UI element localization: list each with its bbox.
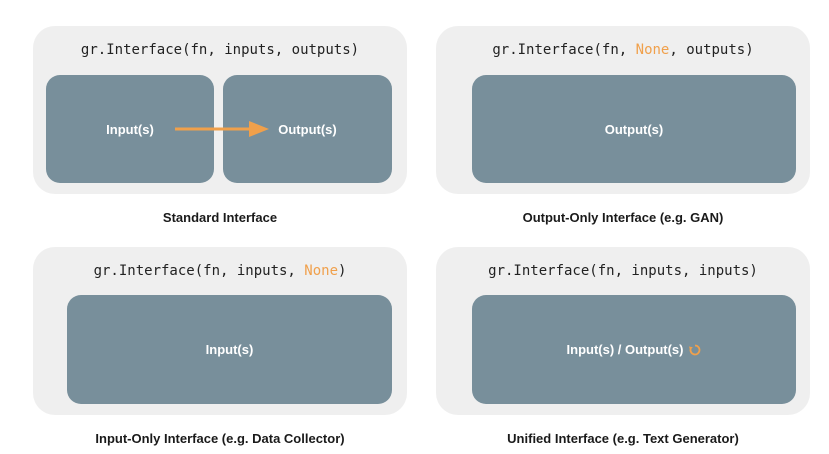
standard-output-label: Output(s): [278, 121, 337, 137]
output-only-code: gr.Interface(fn, None, outputs): [492, 42, 754, 58]
standard-caption: Standard Interface: [162, 210, 278, 225]
standard-interface-panel: gr.Interface(fn, inputs, outputs) Input(…: [33, 26, 407, 194]
arrow-icon: [175, 121, 269, 137]
unified-caption: Unified Interface (e.g. Text Generator): [507, 431, 739, 446]
output-only-interface-panel: gr.Interface(fn, None, outputs) Output(s…: [436, 26, 810, 194]
cycle-icon: [689, 344, 701, 355]
input-only-box: Input(s): [67, 295, 392, 404]
input-only-label: Input(s): [205, 342, 254, 357]
unified-interface-panel: gr.Interface(fn, inputs, inputs) Input(s…: [436, 247, 810, 415]
unified-code: gr.Interface(fn, inputs, inputs): [488, 263, 758, 279]
input-only-code: gr.Interface(fn, inputs, None): [93, 263, 347, 279]
none-keyword: None: [304, 263, 338, 279]
unified-label: Input(s) / Output(s): [566, 342, 684, 357]
input-only-caption: Input-Only Interface (e.g. Data Collecto…: [95, 431, 345, 446]
standard-input-label: Input(s): [106, 121, 154, 137]
output-only-label: Output(s): [604, 121, 664, 137]
standard-code: gr.Interface(fn, inputs, outputs): [80, 42, 360, 58]
unified-box: Input(s) / Output(s): [472, 295, 796, 404]
input-only-interface-panel: gr.Interface(fn, inputs, None) Input(s): [33, 247, 407, 415]
none-keyword: None: [635, 42, 670, 58]
output-only-box: Output(s): [472, 75, 796, 183]
output-only-caption: Output-Only Interface (e.g. GAN): [522, 210, 724, 225]
